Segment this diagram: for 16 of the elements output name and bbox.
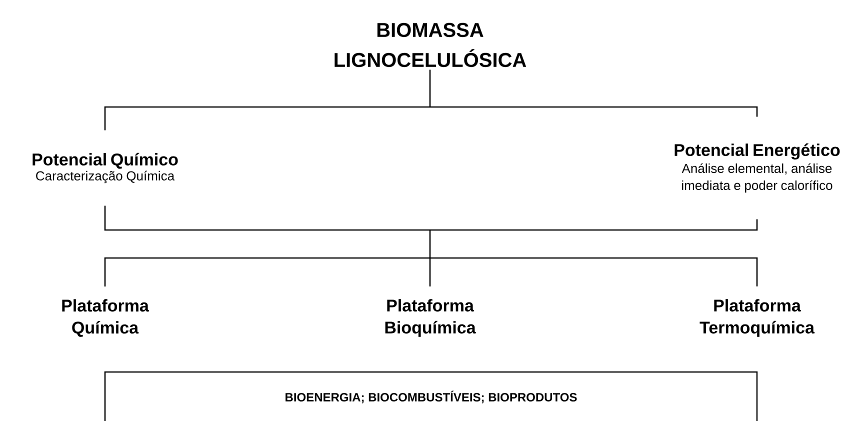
connector-line [430,106,758,117]
connector-line [430,219,758,231]
connector-line [430,257,758,286]
connector-line [429,258,431,286]
connector-line [104,206,430,231]
connector-line [429,230,431,258]
connector-line [104,257,430,287]
category-text: Potencial Químico Caracterização Química [32,152,178,184]
connector-line [429,70,431,107]
platform-text: Plataforma Química [62,299,150,337]
platform-text: Plataforma Termoquímica [700,299,815,337]
title-text: BIOMASSA LIGNOCELULÓSICA [334,22,526,68]
platform-text: Plataforma Bioquímica [385,299,476,337]
category-text: Potencial Energético Análise elemental, análise imediata e poder calorífico [674,143,840,193]
connector-line [104,106,430,130]
products-box: BIOENERGIA; BIOCOMBUSTÍVEIS; BIOPRODUTOS [104,371,758,421]
